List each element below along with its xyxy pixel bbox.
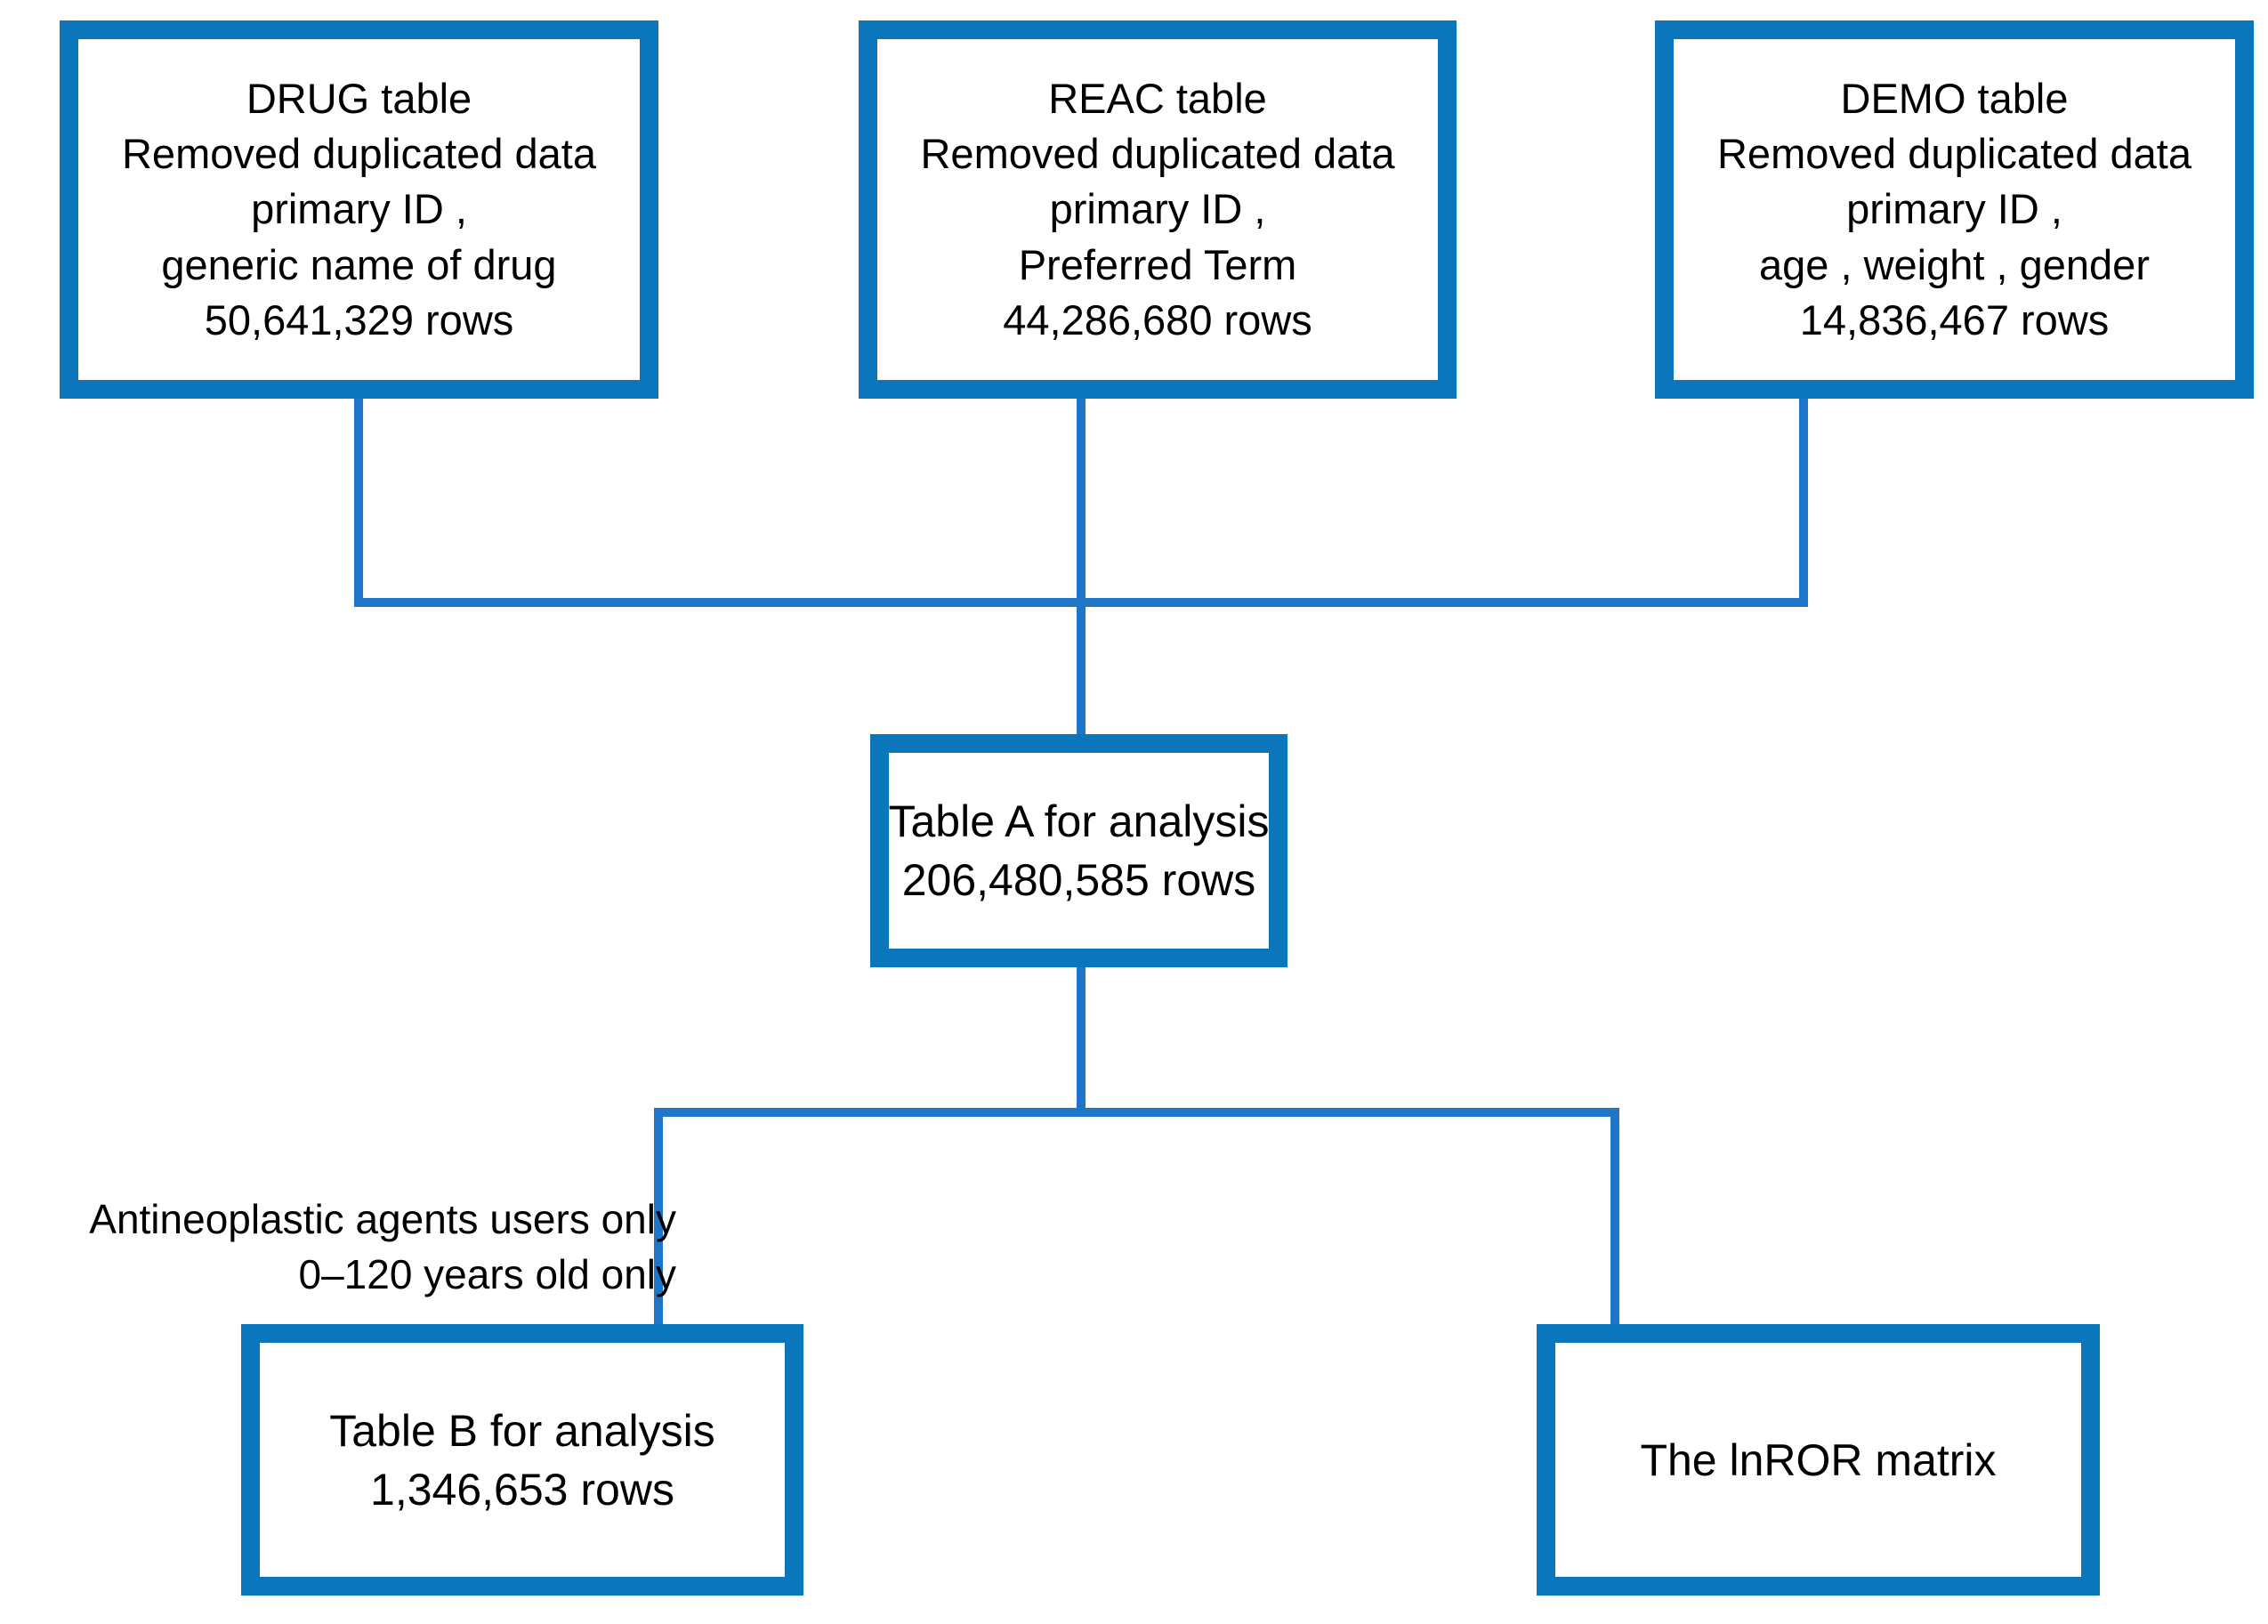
connector-bus-to-lnror <box>1610 1108 1619 1329</box>
node-table-a-line-2: 206,480,585 rows <box>901 855 1256 905</box>
filter-annotation-line-1: Antineoplastic agents users only <box>89 1196 676 1242</box>
node-drug-table-line-3: primary ID , <box>251 185 467 233</box>
node-demo-table-line-3: primary ID , <box>1846 185 2062 233</box>
node-reac-table-line-1: REAC table <box>1048 75 1267 123</box>
node-drug-table: DRUG table Removed duplicated data prima… <box>60 20 658 399</box>
connector-bus-to-table-a <box>1077 598 1086 739</box>
node-demo-table-line-1: DEMO table <box>1840 75 2069 123</box>
node-table-a: Table A for analysis 206,480,585 rows <box>870 734 1287 967</box>
node-reac-table-line-3: primary ID , <box>1049 185 1266 233</box>
node-table-b: Table B for analysis 1,346,653 rows <box>241 1324 803 1596</box>
node-reac-table: REAC table Removed duplicated data prima… <box>859 20 1457 399</box>
node-demo-table-line-2: Removed duplicated data <box>1716 130 2192 178</box>
node-drug-table-line-4: generic name of drug <box>161 240 557 288</box>
node-demo-table: DEMO table Removed duplicated data prima… <box>1655 20 2254 399</box>
node-table-b-line-2: 1,346,653 rows <box>370 1464 674 1515</box>
filter-annotation: Antineoplastic agents users only 0–120 y… <box>9 1192 676 1302</box>
node-table-a-line-1: Table A for analysis <box>888 796 1270 846</box>
connector-bus-to-table-b <box>654 1108 663 1329</box>
connector-lower-bus <box>654 1108 1619 1117</box>
node-lnror-matrix-line-1: The lnROR matrix <box>1640 1434 1997 1485</box>
node-lnror-matrix: The lnROR matrix <box>1537 1324 2100 1596</box>
node-drug-table-line-1: DRUG table <box>246 75 472 123</box>
connector-reac-to-bus <box>1077 399 1086 607</box>
node-reac-table-line-4: Preferred Term <box>1018 240 1297 288</box>
connector-drug-to-bus <box>354 399 363 607</box>
node-drug-table-line-5: 50,641,329 rows <box>204 295 514 343</box>
node-demo-table-line-5: 14,836,467 rows <box>1799 295 2110 343</box>
connector-demo-to-bus <box>1799 399 1808 607</box>
node-reac-table-line-2: Removed duplicated data <box>920 130 1395 178</box>
connector-table-a-to-bus <box>1077 963 1086 1117</box>
node-drug-table-line-2: Removed duplicated data <box>121 130 597 178</box>
node-table-b-line-1: Table B for analysis <box>329 1405 715 1456</box>
node-reac-table-line-5: 44,286,680 rows <box>1003 295 1312 343</box>
node-demo-table-line-4: age , weight , gender <box>1759 240 2150 288</box>
filter-annotation-line-2: 0–120 years old only <box>298 1250 676 1297</box>
